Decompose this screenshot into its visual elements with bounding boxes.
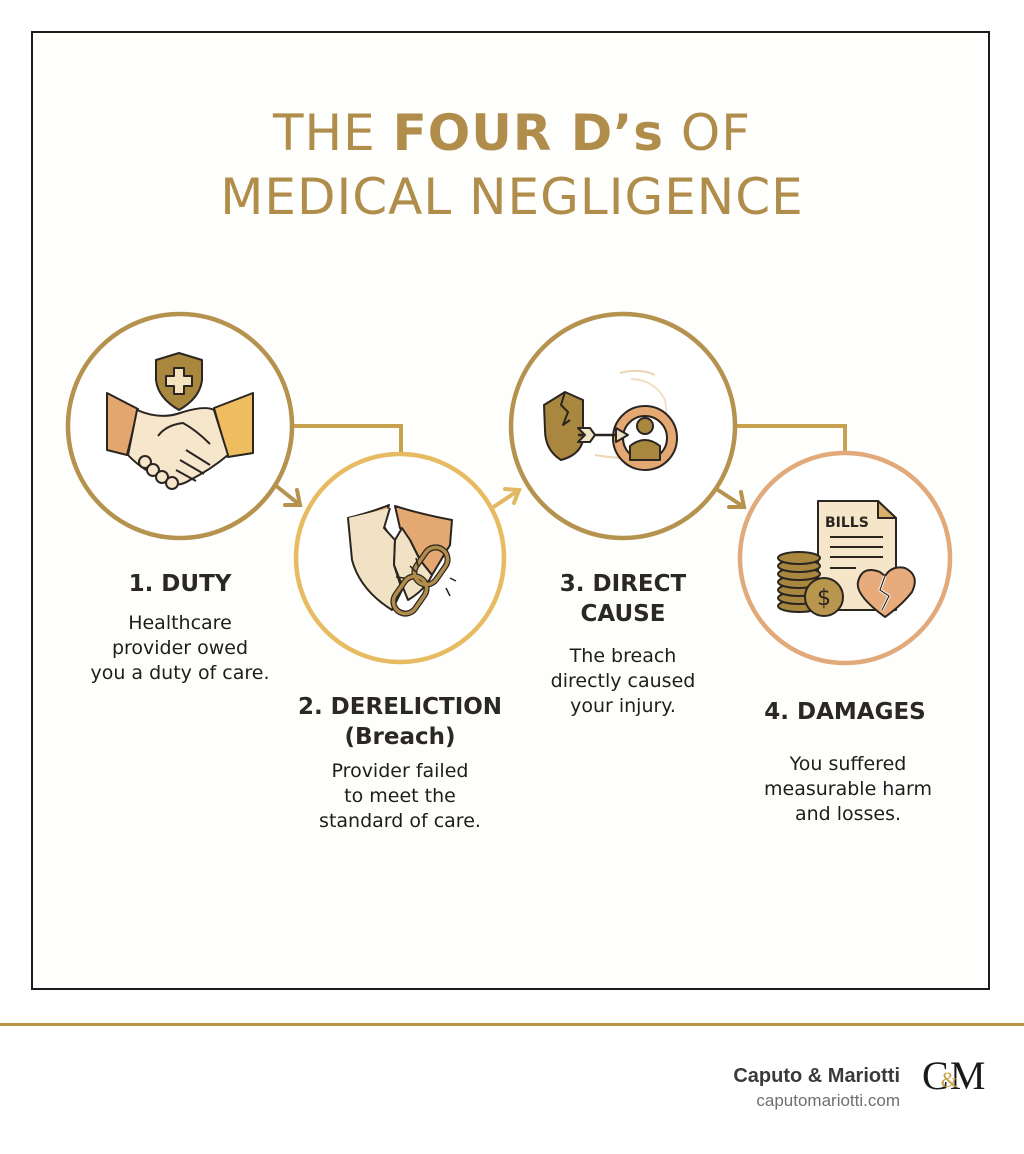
arrow-2-to-3 <box>490 487 522 510</box>
logo-letter-m: M <box>949 1053 986 1098</box>
title-suffix: OF <box>680 104 752 162</box>
step-4-desc-line: measurable harm <box>764 778 932 800</box>
step-2-desc-line: standard of care. <box>319 810 481 832</box>
connector-3-4 <box>736 424 847 452</box>
broken-shield-arrow-to-person-icon <box>543 369 678 471</box>
step-2-heading-sub: (Breach) <box>344 724 456 750</box>
brand-url-link[interactable]: caputomariotti.com <box>756 1091 900 1110</box>
step-2-description: Provider failed to meet the standard of … <box>280 759 520 834</box>
title-line-2: MEDICAL NEGLIGENCE <box>220 168 804 226</box>
brand-logo: C&M <box>922 1052 986 1099</box>
bills-coins-broken-heart-icon: BILLS $ <box>777 500 916 618</box>
broken-shield-broken-chain-icon <box>347 504 457 617</box>
logo-letter-c: C <box>922 1053 949 1098</box>
step-3-heading: 3. DIRECT CAUSE <box>523 569 723 629</box>
step-1-desc-line: provider owed <box>111 637 249 659</box>
step-1-desc-line: Healthcare <box>128 612 232 634</box>
step-4-desc-line: You suffered <box>789 753 907 775</box>
step-3-heading-line: 3. DIRECT <box>559 571 687 597</box>
step-3-desc-line: The breach <box>569 645 677 667</box>
handshake-with-medical-shield-icon <box>106 352 254 490</box>
step-4-heading: 4. DAMAGES <box>764 699 926 725</box>
step-4-description: You suffered measurable harm and losses. <box>738 752 958 827</box>
step-2-heading-line: 2. DERELICTION <box>297 694 503 720</box>
step-3-heading-sub: CAUSE <box>580 601 666 627</box>
step-4-desc-line: and losses. <box>794 803 902 825</box>
bills-label: BILLS <box>825 515 869 531</box>
step-1-description: Healthcare provider owed you a duty of c… <box>60 611 300 686</box>
connector-1-2 <box>293 424 403 452</box>
step-2-desc-line: Provider failed <box>331 760 469 782</box>
dollar-sign: $ <box>817 586 831 611</box>
arrow-1-to-2 <box>273 483 303 507</box>
brand-name: Caputo & Mariotti <box>733 1065 900 1087</box>
title-bold: FOUR D’s <box>392 104 665 162</box>
step-3-description: The breach directly caused your injury. <box>513 644 733 719</box>
step-3-desc-line: your injury. <box>570 695 676 717</box>
logo-ampersand: & <box>940 1067 958 1092</box>
title-line-1: THE FOUR D’s OF <box>0 104 1024 162</box>
step-1-desc-line: you a duty of care. <box>90 662 270 684</box>
step-1-heading: 1. DUTY <box>128 571 232 597</box>
footer-divider <box>0 1023 1024 1026</box>
process-diagram: BILLS $ <box>65 311 953 666</box>
step-2-desc-line: to meet the <box>344 785 456 807</box>
step-2-heading: 2. DERELICTION (Breach) <box>280 692 520 752</box>
title-prefix: THE <box>272 104 376 162</box>
arrow-3-to-4 <box>716 488 747 509</box>
step-3-desc-line: directly caused <box>550 670 696 692</box>
